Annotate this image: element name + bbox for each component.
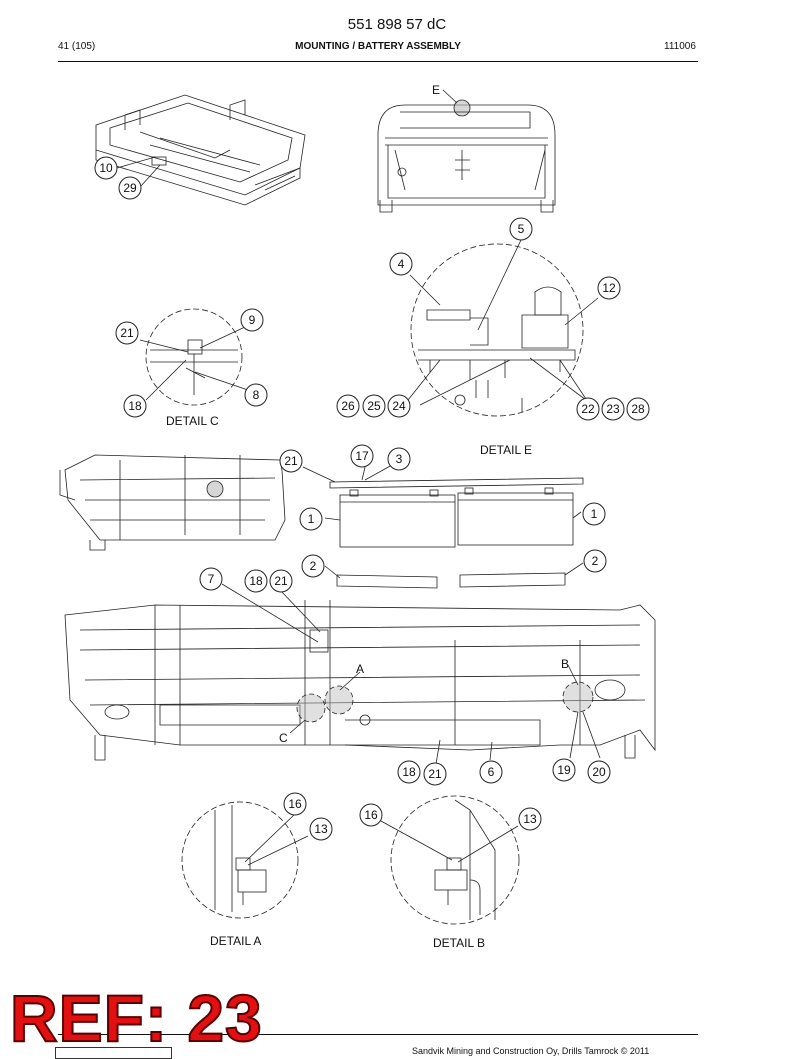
callout-number: 13 bbox=[314, 822, 328, 836]
callout-number: 9 bbox=[249, 313, 256, 327]
callout-number: 23 bbox=[606, 402, 620, 416]
detail-b-view bbox=[390, 795, 520, 925]
callout-bubble bbox=[601, 397, 625, 421]
leader-lines bbox=[116, 89, 601, 866]
callout-bubble bbox=[350, 444, 374, 468]
callout-number: 21 bbox=[428, 767, 442, 781]
callout-number: 28 bbox=[631, 402, 645, 416]
callout-number: 7 bbox=[208, 572, 215, 586]
callout-bubble bbox=[552, 758, 576, 782]
footer-copyright: Sandvik Mining and Construction Oy, Dril… bbox=[412, 1046, 650, 1056]
view-letter: E bbox=[432, 83, 440, 97]
callout-number: 2 bbox=[310, 559, 317, 573]
document-date: 111006 bbox=[664, 41, 696, 52]
callout-bubble bbox=[587, 760, 611, 784]
callout-bubble bbox=[362, 394, 386, 418]
frame-iso-top bbox=[95, 94, 306, 206]
callout-number: 16 bbox=[364, 808, 378, 822]
callout-bubble bbox=[283, 792, 307, 816]
callout-bubble bbox=[518, 807, 542, 831]
callout-number: 16 bbox=[288, 797, 302, 811]
callout-bubble bbox=[583, 549, 607, 573]
detail-label: DETAIL B bbox=[433, 936, 485, 950]
callout-bubble bbox=[199, 567, 223, 591]
callout-bubble bbox=[94, 156, 118, 180]
callout-bubble bbox=[423, 762, 447, 786]
detail-label-group: DETAIL C DETAIL E DETAIL A DETAIL B bbox=[166, 414, 532, 950]
callout-bubble bbox=[387, 447, 411, 471]
callout-number: 18 bbox=[128, 399, 142, 413]
callout-number: 29 bbox=[123, 181, 137, 195]
callout-number: 26 bbox=[341, 399, 355, 413]
battery-assembly bbox=[329, 477, 584, 589]
header-rule bbox=[58, 61, 698, 62]
view-letter: A bbox=[356, 662, 364, 676]
callout-number: 20 bbox=[592, 765, 606, 779]
footer-rule bbox=[58, 1034, 698, 1035]
frame-front-view bbox=[377, 99, 556, 213]
callout-bubble bbox=[299, 507, 323, 531]
callout-number: 5 bbox=[518, 222, 525, 236]
callout-bubble bbox=[626, 397, 650, 421]
callout-number: 1 bbox=[591, 507, 598, 521]
callout-number: 19 bbox=[557, 763, 571, 777]
callout-bubble bbox=[269, 569, 293, 593]
document-number: 551 898 57 dC bbox=[347, 16, 447, 33]
callout-bubble bbox=[244, 383, 268, 407]
callout-number: 6 bbox=[488, 765, 495, 779]
callout-bubble bbox=[509, 217, 533, 241]
callout-number: 8 bbox=[253, 388, 260, 402]
callout-number: 21 bbox=[120, 326, 134, 340]
detail-c-view bbox=[145, 308, 243, 406]
callout-bubble bbox=[115, 321, 139, 345]
callout-bubble bbox=[336, 394, 360, 418]
callout-number: 18 bbox=[402, 765, 416, 779]
callout-bubble bbox=[240, 308, 264, 332]
callout-number: 10 bbox=[99, 161, 113, 175]
ref-stamp: REF: 23 bbox=[9, 981, 263, 1055]
callout-number: 17 bbox=[355, 449, 369, 463]
section-title: MOUNTING / BATTERY ASSEMBLY bbox=[295, 41, 461, 52]
detail-label: DETAIL C bbox=[166, 414, 219, 428]
callout-bubble bbox=[389, 252, 413, 276]
callout-number: 22 bbox=[581, 402, 595, 416]
callout-bubble bbox=[387, 394, 411, 418]
detail-label: DETAIL A bbox=[210, 934, 261, 948]
callout-number: 12 bbox=[602, 281, 616, 295]
callout-bubble bbox=[301, 554, 325, 578]
callout-bubble bbox=[279, 449, 303, 473]
view-letter: C bbox=[279, 731, 288, 745]
frame-iso-middle bbox=[59, 454, 286, 551]
callout-bubble bbox=[118, 176, 142, 200]
page-number: 41 (105) bbox=[58, 41, 96, 52]
callout-bubble bbox=[479, 760, 503, 784]
callout-number: 4 bbox=[398, 257, 405, 271]
callout-number: 13 bbox=[523, 812, 537, 826]
callout-bubble bbox=[397, 760, 421, 784]
detail-e-view bbox=[410, 243, 584, 417]
callout-bubble bbox=[244, 569, 268, 593]
callout-number: 3 bbox=[396, 452, 403, 466]
callout-bubble bbox=[359, 803, 383, 827]
callout-number: 1 bbox=[308, 512, 315, 526]
callout-number: 2 bbox=[592, 554, 599, 568]
callout-bubble bbox=[582, 502, 606, 526]
frame-main bbox=[64, 600, 656, 761]
callout-bubble bbox=[123, 394, 147, 418]
callout-bubble bbox=[309, 817, 333, 841]
callout-number: 21 bbox=[274, 574, 288, 588]
view-letter: B bbox=[561, 657, 569, 671]
view-letter-group: E A B C bbox=[279, 83, 569, 745]
callout-bubble bbox=[597, 276, 621, 300]
callout-number: 18 bbox=[249, 574, 263, 588]
callout-number: 25 bbox=[367, 399, 381, 413]
callout-bubble bbox=[576, 397, 600, 421]
callout-number: 21 bbox=[284, 454, 298, 468]
callout-number: 24 bbox=[392, 399, 406, 413]
detail-label: DETAIL E bbox=[480, 443, 532, 457]
detail-a-view bbox=[181, 801, 299, 919]
